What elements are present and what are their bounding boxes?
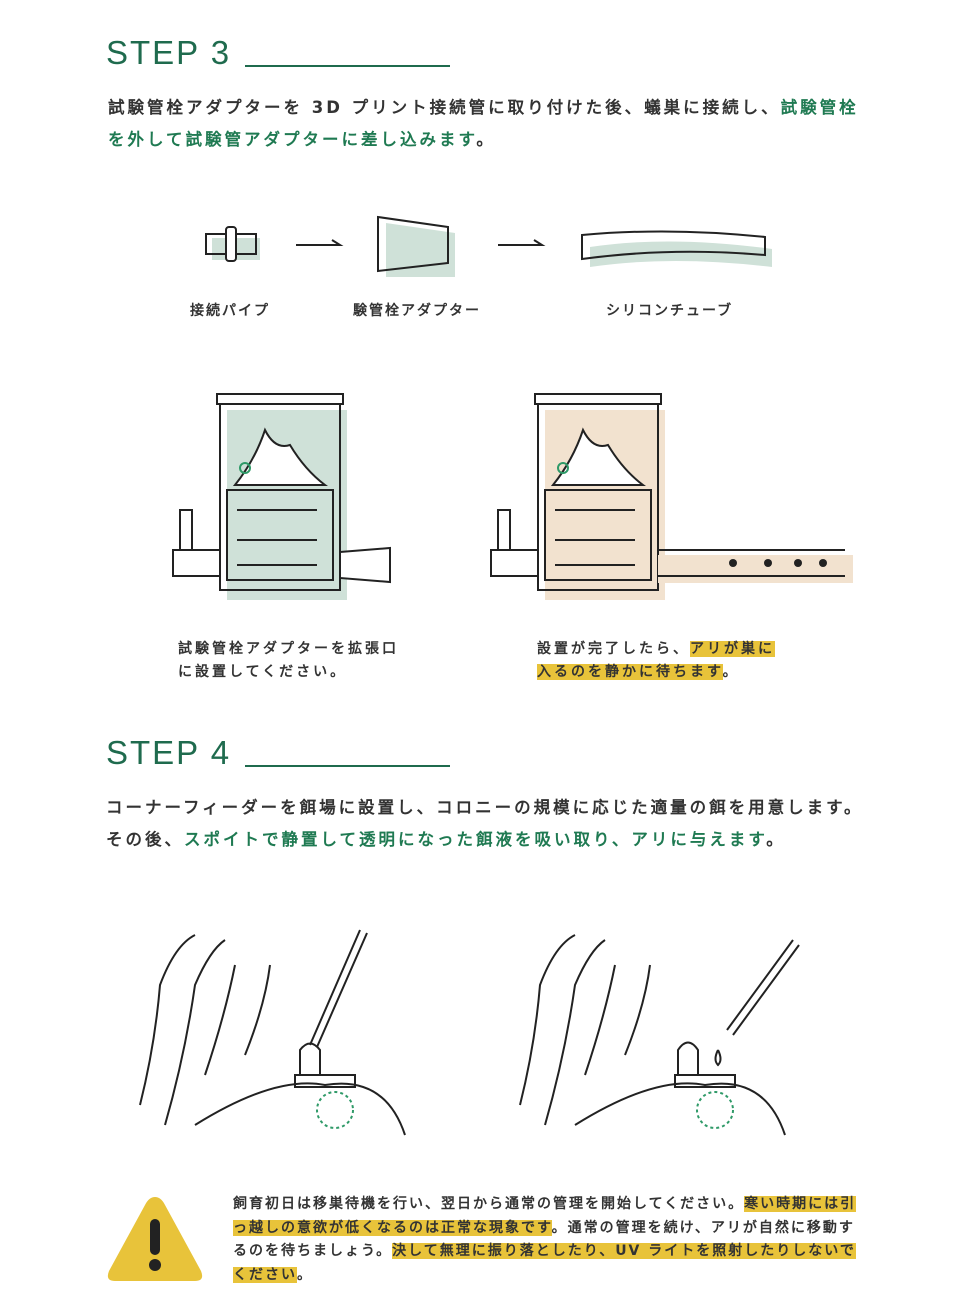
caption-left: 試験管栓アダプターを拡張口に設置してください。	[178, 641, 399, 680]
part-label: シリコンチューブ	[606, 303, 734, 319]
parts-illustration	[205, 215, 772, 277]
nest-illustrations	[172, 393, 853, 600]
step4-divider	[245, 765, 450, 767]
note-text: 飼育初日は移巣待機を行い、翌日から通常の管理を開始してください。寒い時期には引っ…	[233, 1193, 863, 1287]
arrow-icon	[296, 239, 344, 246]
adapter-icon	[377, 215, 455, 277]
step4-title: STEP 4	[106, 734, 232, 771]
part-label: 験管栓アダプター	[353, 303, 481, 319]
step3-title: STEP 3	[106, 34, 232, 71]
step4-text-emphasis: スポイトで静置して透明になった餌液を吸い取り、アリに与えます	[184, 830, 767, 849]
silicone-tube-icon	[581, 230, 772, 267]
step3-text-emphasis: 試験管栓を外して試験管アダプターに差し込みます	[108, 98, 859, 149]
step4-text-end: 。	[766, 830, 786, 849]
dropper-feeding-illustration	[519, 934, 800, 1136]
feeding-illustrations	[139, 929, 800, 1136]
step4-text: コーナーフィーダーを餌場に設置し、コロニーの規模に応じた適量の餌を用意します。そ…	[106, 798, 864, 849]
note-text-3: 。	[297, 1266, 313, 1283]
caption-end: 。	[722, 664, 740, 680]
tweezers-feeding-illustration	[139, 929, 406, 1136]
caption-right: 設置が完了したら、アリが巣に入るのを静かに待ちます。	[537, 638, 782, 684]
step3-text: 試験管栓アダプターを 3D プリント接続管に取り付けた後、蟻巣に接続し、	[108, 98, 781, 117]
arrow-icon	[498, 239, 546, 246]
step3-divider	[245, 65, 450, 67]
warning-icon	[107, 1197, 203, 1281]
connector-pipe-icon	[205, 226, 260, 262]
note-text-2: 。通常の管理を続け、アリが自然に移動するのを待ちましょう。	[233, 1219, 855, 1260]
note-text-1: 飼育初日は移巣待機を行い、翌日から通常の管理を開始してください。	[233, 1196, 745, 1212]
step3-text-end: 。	[476, 130, 496, 149]
step3-instruction: 試験管栓アダプターを 3D プリント接続管に取り付けた後、蟻巣に接続し、試験管栓…	[108, 92, 868, 156]
nest-with-tube-illustration	[490, 393, 853, 600]
ant-icons	[729, 559, 827, 567]
step4-instruction: コーナーフィーダーを餌場に設置し、コロニーの規模に応じた適量の餌を用意します。そ…	[106, 792, 866, 856]
part-label: 接続パイプ	[190, 303, 270, 319]
caption-text: 設置が完了したら、	[537, 641, 690, 657]
nest-with-adapter-illustration	[172, 393, 391, 600]
